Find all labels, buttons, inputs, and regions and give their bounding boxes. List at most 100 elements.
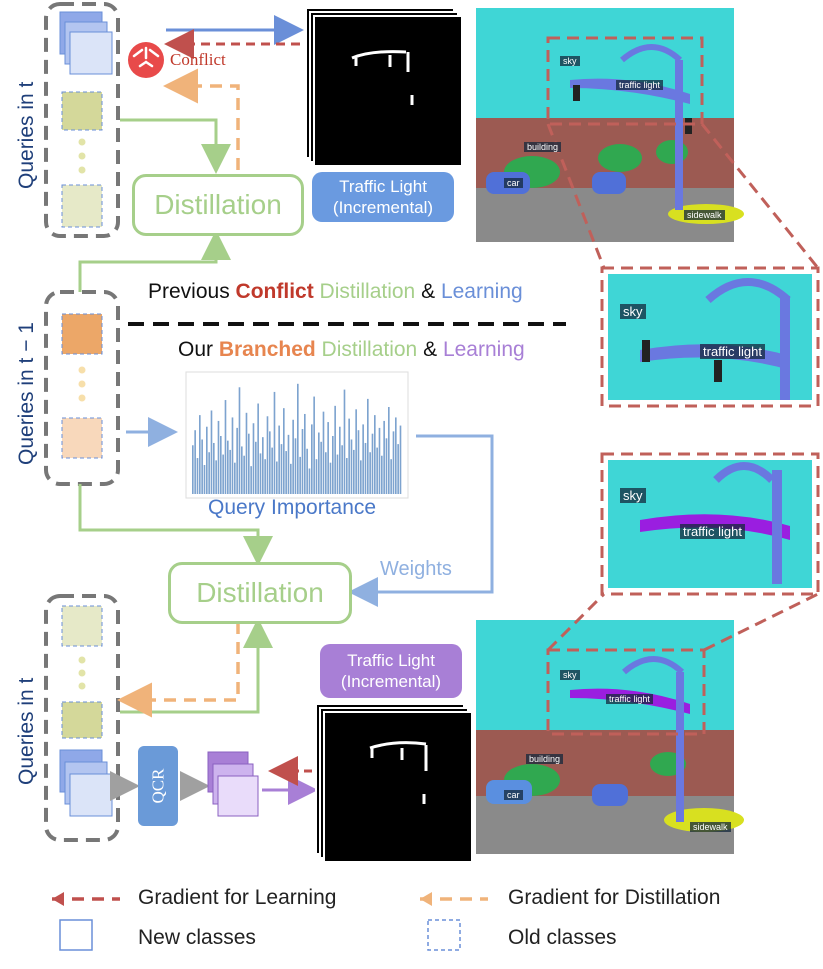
importance-bar xyxy=(315,459,318,494)
importance-bar xyxy=(227,440,229,494)
importance-bar xyxy=(199,415,201,494)
top-zoom-panel xyxy=(600,266,820,408)
importance-bar xyxy=(266,416,269,494)
importance-bar xyxy=(250,466,252,494)
bottom-queries-to-distill-arrow xyxy=(120,618,273,714)
importance-bar xyxy=(308,468,311,494)
importance-bar xyxy=(192,445,194,494)
ours-learning-word: Learning xyxy=(442,338,525,361)
top-seg-car: car xyxy=(504,178,523,188)
our-method-line: Our Branched Distillation & Learning xyxy=(178,338,525,362)
importance-bar xyxy=(259,453,262,494)
qcr-label-wrap: QCR xyxy=(138,746,178,826)
bottom-zoom-sky: sky xyxy=(620,488,646,503)
bottom-seg-car: car xyxy=(504,790,523,800)
qcr-label: QCR xyxy=(148,768,167,804)
top-tag-line2: (Incremental) xyxy=(332,198,434,217)
bottom-old-query-2 xyxy=(61,701,103,739)
legend-learning-arrowhead xyxy=(52,892,64,906)
importance-bar xyxy=(378,427,381,494)
ours-amp: & xyxy=(417,338,443,361)
bottom-new-query-stack xyxy=(59,749,113,817)
bottom-seg-sidewalk: sidewalk xyxy=(690,822,731,832)
importance-bar xyxy=(222,454,224,494)
importance-bar xyxy=(364,442,367,494)
previous-learning-word: Learning xyxy=(440,280,523,303)
previous-method-line: Previous Conflict Distillation & Learnin… xyxy=(148,280,523,304)
bottom-zoom-line-right xyxy=(703,592,819,652)
importance-bar xyxy=(383,420,385,494)
top-zoom-sky: sky xyxy=(620,304,646,319)
importance-bar xyxy=(285,451,287,494)
bottom-ellipsis-dots xyxy=(78,656,86,690)
importance-bar xyxy=(236,427,238,494)
importance-bar xyxy=(206,426,208,494)
importance-bar xyxy=(385,438,388,494)
importance-bar xyxy=(252,423,255,494)
importance-bar xyxy=(208,452,210,494)
top-tag-line1: Traffic Light xyxy=(339,177,427,196)
legend-new-classes: New classes xyxy=(138,926,256,949)
weights-arrow xyxy=(348,434,494,607)
legend-grad-learning: Gradient for Learning xyxy=(138,886,337,909)
importance-bar xyxy=(271,447,273,494)
importance-bar xyxy=(327,422,329,494)
bottom-queries-label: Queries in t xyxy=(15,677,38,785)
bottom-seg-building: building xyxy=(526,754,564,764)
importance-bar xyxy=(241,446,243,494)
importance-bar xyxy=(287,434,290,494)
importance-bar xyxy=(390,459,392,494)
importance-bar xyxy=(297,383,299,494)
legend-old-classes: Old classes xyxy=(508,926,617,949)
ours-distill-word: Distillation xyxy=(315,338,418,361)
importance-bar xyxy=(346,458,348,494)
importance-bar xyxy=(231,417,234,494)
prev-queries-to-bottom-distill-arrow xyxy=(78,484,273,566)
top-seg-sky: sky xyxy=(560,56,580,66)
weights-label: Weights xyxy=(380,558,452,580)
importance-bar xyxy=(362,424,364,494)
importance-bar xyxy=(292,419,294,494)
legend-old-classes-box xyxy=(427,919,461,951)
importance-bar xyxy=(360,460,362,494)
middle-queries-label: Queries in t − 1 xyxy=(15,322,38,465)
importance-bar xyxy=(269,431,271,494)
importance-bar xyxy=(374,415,376,494)
bottom-queries-group xyxy=(44,594,120,842)
importance-bar xyxy=(367,398,369,494)
importance-bar xyxy=(392,431,395,494)
top-old-query-1 xyxy=(61,91,103,131)
bottom-distillation-box: Distillation xyxy=(168,562,352,624)
conflict-icon xyxy=(128,42,164,78)
bottom-zoom-panel xyxy=(600,452,820,596)
importance-bar xyxy=(255,441,257,494)
importance-bar xyxy=(325,452,327,494)
importance-bar xyxy=(395,417,397,494)
importance-bar xyxy=(276,461,278,494)
importance-bar xyxy=(334,405,336,494)
importance-bar xyxy=(262,437,264,494)
previous-prefix: Previous xyxy=(148,280,236,303)
importance-bar xyxy=(290,463,292,494)
qcr-box xyxy=(138,746,178,826)
middle-queries-group xyxy=(44,290,120,486)
importance-bar xyxy=(243,455,245,494)
previous-amp: & xyxy=(415,280,441,303)
importance-bar xyxy=(264,459,266,494)
importance-bar xyxy=(320,441,322,494)
importance-bar xyxy=(238,387,241,494)
importance-bar xyxy=(220,436,222,494)
bottom-seg-traffic-light: traffic light xyxy=(606,694,653,704)
legend-new-classes-box xyxy=(59,919,93,951)
prev-queries-to-distill-arrow xyxy=(78,230,231,292)
importance-bar xyxy=(318,432,320,494)
importance-bar xyxy=(224,400,227,494)
middle-query-2 xyxy=(61,417,103,459)
importance-bar xyxy=(283,408,285,494)
bottom-traffic-light-tag: Traffic Light (Incremental) xyxy=(320,644,462,698)
bottom-tag-line2: (Incremental) xyxy=(340,672,442,691)
importance-bar xyxy=(350,439,353,494)
ours-branched-word: Branched xyxy=(218,338,316,361)
importance-bar xyxy=(278,425,280,494)
importance-bar xyxy=(376,447,378,494)
